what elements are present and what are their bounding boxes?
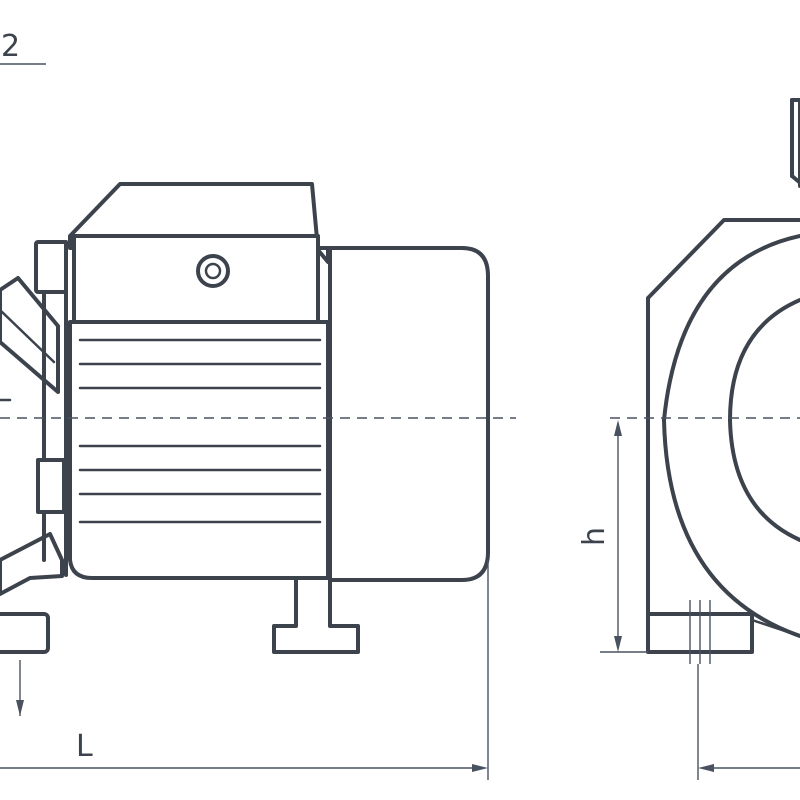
front-housing	[646, 218, 800, 652]
terminal-screw-icon	[196, 254, 230, 288]
length-dimension: L	[0, 560, 489, 780]
pump-casing-upper	[0, 276, 60, 394]
pump-head-side-view	[0, 240, 68, 654]
front-volute-outer	[662, 234, 800, 638]
reference-number: 2	[1, 29, 20, 64]
fan-cover	[328, 246, 490, 582]
length-dim-label: L	[76, 729, 93, 764]
terminal-box	[72, 234, 320, 324]
height-dimension: h	[577, 420, 648, 653]
terminal-screw-inner	[204, 262, 222, 280]
pump-casing-lower	[0, 532, 64, 596]
front-width-arrow-left	[698, 764, 714, 772]
height-arrow-top	[614, 420, 622, 436]
length-ext-arrow	[16, 700, 24, 716]
front-volute-inner	[728, 298, 800, 542]
stator-housing	[68, 320, 330, 580]
pump-foot	[0, 612, 50, 654]
motor-foot	[272, 578, 360, 654]
reference-label: 2	[0, 29, 46, 65]
top-flange-block	[34, 240, 68, 294]
motor-side-view	[68, 182, 490, 654]
height-dim-label: h	[577, 527, 612, 546]
front-base-edge	[750, 618, 800, 638]
height-arrow-bottom	[614, 636, 622, 652]
side-drain-block	[36, 458, 66, 514]
pump-front-view	[646, 98, 800, 664]
cooling-fins	[78, 338, 322, 524]
front-width-dimension	[697, 664, 800, 780]
length-arrow-right	[472, 764, 488, 772]
